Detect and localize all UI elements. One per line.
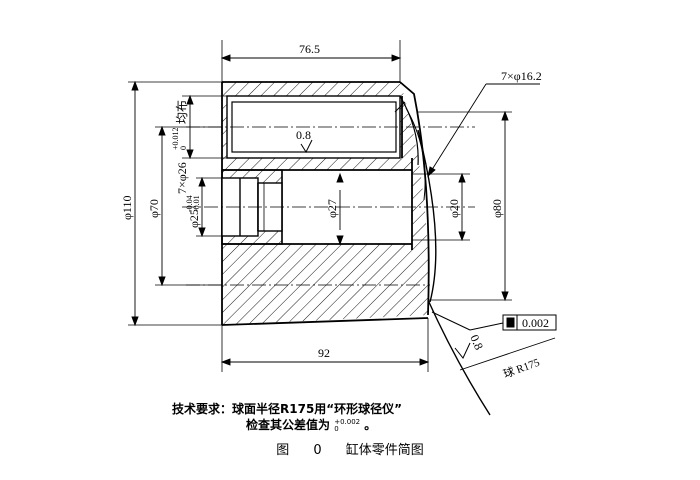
dim-port-tol-lower: -0.01 — [192, 195, 201, 212]
dim-outer-diameter: φ110 — [120, 196, 134, 220]
tech-note-line2-prefix: 检查其公差值为 — [246, 418, 331, 432]
dim-pitch-diameter: φ80 — [490, 199, 504, 218]
dim-small-bore: φ20 — [447, 199, 461, 218]
dim-pocket-tol-upper: +0.012 — [171, 127, 180, 150]
sphere-leader — [459, 337, 556, 371]
roughness-symbols — [300, 139, 471, 359]
flatness-frame — [431, 311, 557, 331]
roughness-face-icon — [454, 342, 471, 359]
dim-pocket-spec: 7×φ26 — [175, 162, 189, 194]
extension-lines — [128, 40, 512, 372]
roughness-face-value: 0.8 — [467, 333, 486, 352]
tech-note-line2: 检查其公差值为 +0.002 0 。 — [246, 416, 376, 433]
tech-note-tol-lower: 0 — [334, 424, 339, 433]
dim-port-diameter: φ25 — [187, 209, 201, 228]
roughness-inner-value: 0.8 — [296, 128, 311, 142]
dim-top-length: 76.5 — [299, 42, 320, 56]
caption-title: 缸体零件简图 — [345, 443, 424, 458]
dim-center-bore: φ27 — [325, 199, 339, 218]
tech-note-line1: 技术要求：球面半径R175用“环形球径仪” — [172, 402, 403, 416]
dim-port-tol-upper: -0.04 — [185, 195, 194, 212]
caption-number: 0 — [313, 443, 322, 458]
flatness-value: 0.002 — [522, 316, 549, 330]
tech-note-tolerance: +0.002 0 — [334, 417, 361, 433]
sphere-arc — [427, 299, 491, 416]
dim-bottom-length: 92 — [318, 346, 330, 360]
dim-hole-pattern: 7×φ16.2 — [501, 69, 542, 83]
dim-bore-diameter: φ70 — [147, 199, 161, 218]
hole-leader — [427, 83, 540, 178]
flatness-symbol-icon — [506, 317, 515, 328]
tech-note-line2-suffix: 。 — [364, 418, 377, 432]
caption-label: 图 — [276, 443, 290, 458]
tech-note-tol-upper: +0.002 — [334, 417, 361, 426]
dim-sphere-radius: 球 R175 — [501, 355, 542, 381]
center-lines — [182, 126, 475, 286]
figure-caption: 图 0 缸体零件简图 — [0, 439, 700, 458]
dimension-lines — [131, 54, 509, 366]
dim-pocket-note: 均布 — [175, 100, 189, 124]
dim-pocket-tol-lower: 0 — [179, 146, 188, 150]
roughness-inner-icon — [300, 139, 313, 154]
